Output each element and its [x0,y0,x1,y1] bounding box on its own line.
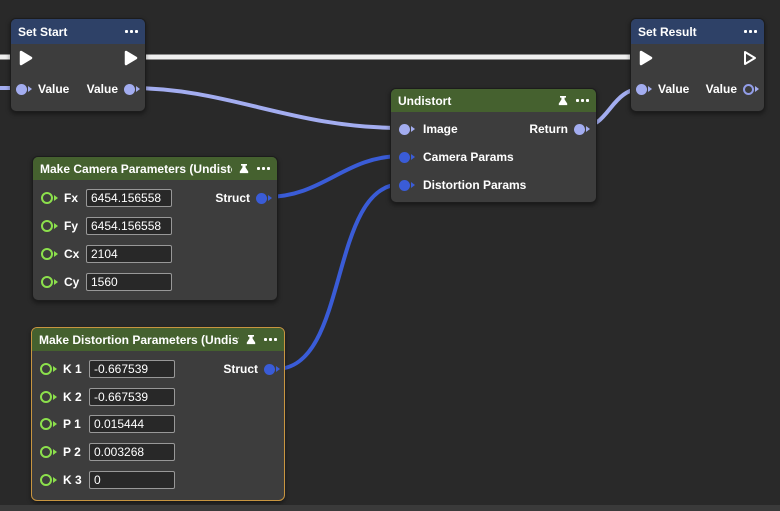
node-header[interactable]: Undistort [391,89,596,112]
exec-out-pin[interactable] [123,50,138,66]
cx-input[interactable] [86,245,172,263]
cy-label: Cy [64,275,80,289]
value-in-pin[interactable] [636,83,652,95]
horizontal-scrollbar[interactable] [0,505,780,511]
camera-params-in-pin[interactable] [399,151,415,163]
p1-input[interactable] [89,415,175,433]
k3-input[interactable] [89,471,175,489]
struct-out-pin[interactable] [264,363,280,375]
flask-icon [246,334,256,344]
fy-label: Fy [64,219,79,233]
node-header[interactable]: Set Start [11,19,145,44]
return-out-label: Return [529,122,568,136]
struct-out-label: Struct [223,362,258,376]
image-in-label: Image [423,122,458,136]
flask-icon [558,95,568,105]
node-set-start[interactable]: Set Start Value Value [10,18,146,112]
exec-in-pin[interactable] [638,50,653,66]
k2-label: K 2 [63,390,82,404]
node-title: Undistort [398,93,452,108]
ellipsis-menu-icon[interactable] [125,30,138,33]
value-out-pin[interactable] [124,83,140,95]
ellipsis-menu-icon[interactable] [576,99,589,102]
struct-out-pin[interactable] [256,192,272,204]
exec-in-pin[interactable] [18,50,33,66]
node-title: Make Distortion Parameters (Undistort) [39,332,239,347]
return-out-pin[interactable] [574,123,590,135]
node-title: Make Camera Parameters (Undistort) [40,161,232,176]
ellipsis-menu-icon[interactable] [257,167,270,170]
fx-in-pin[interactable] [41,192,58,204]
node-header[interactable]: Make Distortion Parameters (Undistort) [32,328,284,351]
cy-input[interactable] [86,273,172,291]
ellipsis-menu-icon[interactable] [264,338,277,341]
p2-label: P 2 [63,445,81,459]
p1-label: P 1 [63,417,81,431]
fx-input[interactable] [86,189,172,207]
p2-input[interactable] [89,443,175,461]
ellipsis-menu-icon[interactable] [744,30,757,33]
wire-start-value-to-image[interactable] [129,86,403,130]
value-in-label: Value [658,82,690,96]
value-out-pin[interactable] [743,83,759,95]
node-make-distortion-parameters[interactable]: Make Distortion Parameters (Undistort) K… [31,327,285,501]
value-in-label: Value [38,82,70,96]
node-title: Set Start [18,24,68,39]
struct-out-label: Struct [215,191,250,205]
value-out-label: Value [86,82,118,96]
node-set-result[interactable]: Set Result Value Value [630,18,765,112]
p1-in-pin[interactable] [40,418,57,430]
node-header[interactable]: Make Camera Parameters (Undistort) [33,157,277,180]
distortion-params-label: Distortion Params [423,178,527,192]
cx-in-pin[interactable] [41,248,58,260]
k3-label: K 3 [63,473,82,487]
node-make-camera-parameters[interactable]: Make Camera Parameters (Undistort) Fx St… [32,156,278,301]
p2-in-pin[interactable] [40,446,57,458]
fy-input[interactable] [86,217,172,235]
cy-in-pin[interactable] [41,276,58,288]
camera-params-label: Camera Params [423,150,514,164]
flask-icon [239,163,249,173]
fy-in-pin[interactable] [41,220,58,232]
k1-input[interactable] [89,360,175,378]
node-undistort[interactable]: Undistort Image Return Camera Params Dis… [390,88,597,203]
exec-out-pin[interactable] [742,50,757,66]
cx-label: Cx [64,247,80,261]
node-header[interactable]: Set Result [631,19,764,44]
k1-in-pin[interactable] [40,363,57,375]
node-title: Set Result [638,24,697,39]
k1-label: K 1 [63,362,82,376]
value-out-label: Value [705,82,737,96]
distortion-params-in-pin[interactable] [399,179,415,191]
image-in-pin[interactable] [399,123,415,135]
k3-in-pin[interactable] [40,474,57,486]
wire-distortion-struct-to-distortion-params[interactable] [275,182,403,371]
wire-camera-struct-to-camera-params[interactable] [265,154,403,199]
value-in-pin[interactable] [16,83,32,95]
k2-in-pin[interactable] [40,391,57,403]
fx-label: Fx [64,191,79,205]
k2-input[interactable] [89,388,175,406]
